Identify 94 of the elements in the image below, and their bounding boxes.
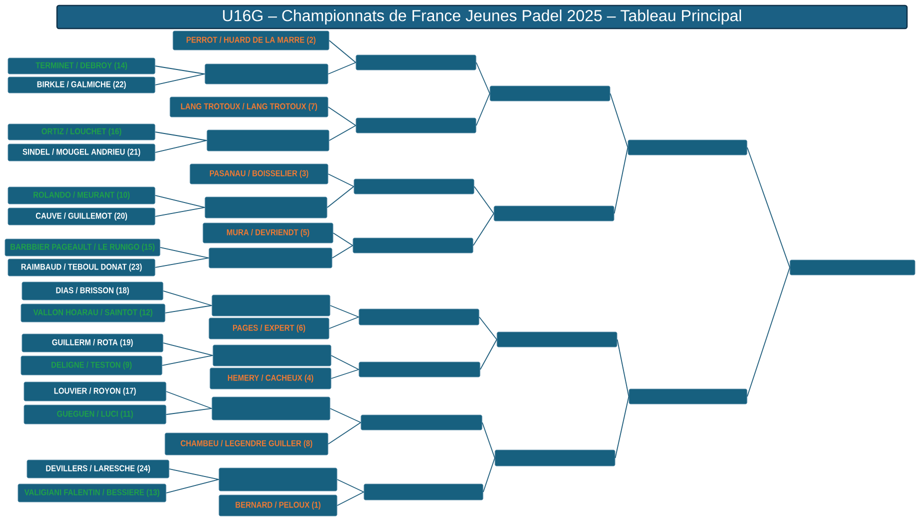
bracket-line bbox=[328, 316, 360, 329]
team-box: BIRKLE / GALMICHE (22) bbox=[8, 76, 156, 94]
bracket-line bbox=[166, 479, 220, 494]
bracket-line bbox=[162, 355, 214, 366]
bracket-line bbox=[330, 355, 360, 370]
bracket-line bbox=[474, 186, 494, 214]
blank-box bbox=[212, 396, 330, 420]
bracket-line bbox=[164, 305, 212, 314]
blank-box bbox=[494, 450, 616, 466]
bracket-line bbox=[328, 62, 356, 74]
bracket-line bbox=[154, 140, 208, 153]
team-box: HEMERY / CACHEUX (4) bbox=[210, 368, 332, 390]
blank-box bbox=[352, 238, 474, 254]
bracket-line bbox=[328, 174, 354, 187]
blank-box bbox=[354, 178, 474, 194]
bracket-line bbox=[154, 66, 206, 74]
team-box: ROLANDO / MEURANT (10) bbox=[8, 186, 156, 204]
blank-box bbox=[496, 332, 618, 348]
bracket-line bbox=[330, 369, 360, 379]
blank-box bbox=[358, 362, 480, 378]
bracket-line bbox=[610, 93, 628, 148]
bracket-line bbox=[154, 195, 206, 208]
team-box: SINDEL / MOUGEL ANDRIEU (21) bbox=[8, 144, 156, 162]
bracket-line bbox=[162, 342, 214, 356]
bracket-line bbox=[328, 422, 362, 444]
blank-box bbox=[204, 196, 328, 218]
blank-box bbox=[212, 294, 330, 316]
team-box: RAIMBAUD / TEBOUL DONAT (23) bbox=[8, 258, 156, 276]
bracket-line bbox=[328, 106, 356, 126]
blank-box bbox=[206, 130, 330, 152]
bracket-line bbox=[336, 492, 364, 506]
team-box: LANG TROTOUX / LANG TROTOUX (7) bbox=[170, 96, 328, 118]
bracket-line bbox=[746, 147, 790, 268]
team-box: CHAMBEU / LEGENDRE GUILLER (8) bbox=[164, 432, 328, 456]
bracket-line bbox=[154, 132, 208, 141]
blank-box bbox=[204, 64, 328, 84]
bracket-line bbox=[154, 207, 206, 217]
team-box: CAUVE / GUILLEMOT (20) bbox=[8, 208, 156, 226]
blank-box bbox=[790, 260, 916, 276]
team-box: BARBBIER PAGEAULT / LE RUNIGO (15) bbox=[4, 238, 160, 256]
bracket-line bbox=[478, 316, 498, 340]
bracket-line bbox=[166, 408, 212, 415]
bracket-line bbox=[614, 147, 628, 214]
bracket-line bbox=[166, 391, 212, 409]
blank-box bbox=[212, 344, 332, 366]
team-box: PASANAU / BOISSELIER (3) bbox=[190, 164, 328, 184]
blank-box bbox=[208, 248, 332, 268]
bracket-line bbox=[330, 305, 360, 318]
blank-box bbox=[360, 414, 482, 430]
bracket-line bbox=[472, 213, 494, 246]
team-box: ORTIZ / LOUCHET (16) bbox=[8, 124, 156, 140]
title-banner: U16G – Championnats de France Jeunes Padel 2025 – Tableau Principal bbox=[56, 4, 908, 30]
blank-box bbox=[358, 308, 480, 326]
team-box: LOUVIER / ROYON (17) bbox=[24, 382, 166, 402]
team-box: DEVILLERS / LARESCHE (24) bbox=[26, 460, 170, 478]
blank-box bbox=[494, 206, 614, 222]
bracket-line bbox=[330, 408, 362, 423]
blank-box bbox=[364, 484, 484, 500]
team-box: DELIGNE / TESTON (9) bbox=[20, 356, 162, 376]
bracket-line bbox=[616, 339, 630, 397]
bracket-line bbox=[326, 186, 354, 208]
bracket-line bbox=[614, 396, 630, 458]
bracket-line bbox=[160, 247, 210, 258]
bracket-line bbox=[328, 125, 356, 141]
blank-box bbox=[490, 86, 610, 102]
bracket-line bbox=[476, 93, 490, 126]
bracket-line bbox=[154, 74, 206, 86]
team-box: DIAS / BRISSON (18) bbox=[22, 282, 164, 300]
bracket-line bbox=[746, 267, 790, 397]
bracket-line bbox=[332, 232, 354, 246]
bracket-line bbox=[332, 245, 354, 258]
team-box: TERMINET / DEBROY (14) bbox=[8, 58, 156, 74]
bracket-line bbox=[336, 479, 364, 492]
blank-box bbox=[356, 54, 476, 70]
blank-box bbox=[356, 118, 476, 134]
blank-box bbox=[628, 388, 748, 404]
bracket-line bbox=[482, 422, 496, 458]
bracket-line bbox=[482, 458, 496, 492]
team-box: VALLON HOARAU / SAINTOT (12) bbox=[20, 304, 166, 322]
team-box: GUEGUEN / LUCI (11) bbox=[24, 404, 166, 424]
team-box: BERNARD / PELOUX (1) bbox=[218, 494, 338, 516]
bracket-line bbox=[476, 62, 490, 94]
bracket-line bbox=[328, 40, 356, 63]
bracket-line bbox=[154, 258, 210, 268]
team-box: MURA / DEVRIENDT (5) bbox=[202, 222, 334, 244]
bracket-line bbox=[480, 339, 498, 370]
bracket-line bbox=[168, 468, 220, 480]
team-box: GUILLERM / ROTA (19) bbox=[22, 334, 164, 352]
blank-box bbox=[628, 140, 748, 156]
blank-box bbox=[218, 468, 338, 492]
team-box: VALIGIANI FALENTIN / BESSIERE (13) bbox=[18, 484, 166, 502]
team-box: PERROT / HUARD DE LA MARRE (2) bbox=[172, 30, 330, 50]
bracket-line bbox=[162, 290, 212, 306]
team-box: PAGES / EXPERT (6) bbox=[208, 318, 330, 340]
